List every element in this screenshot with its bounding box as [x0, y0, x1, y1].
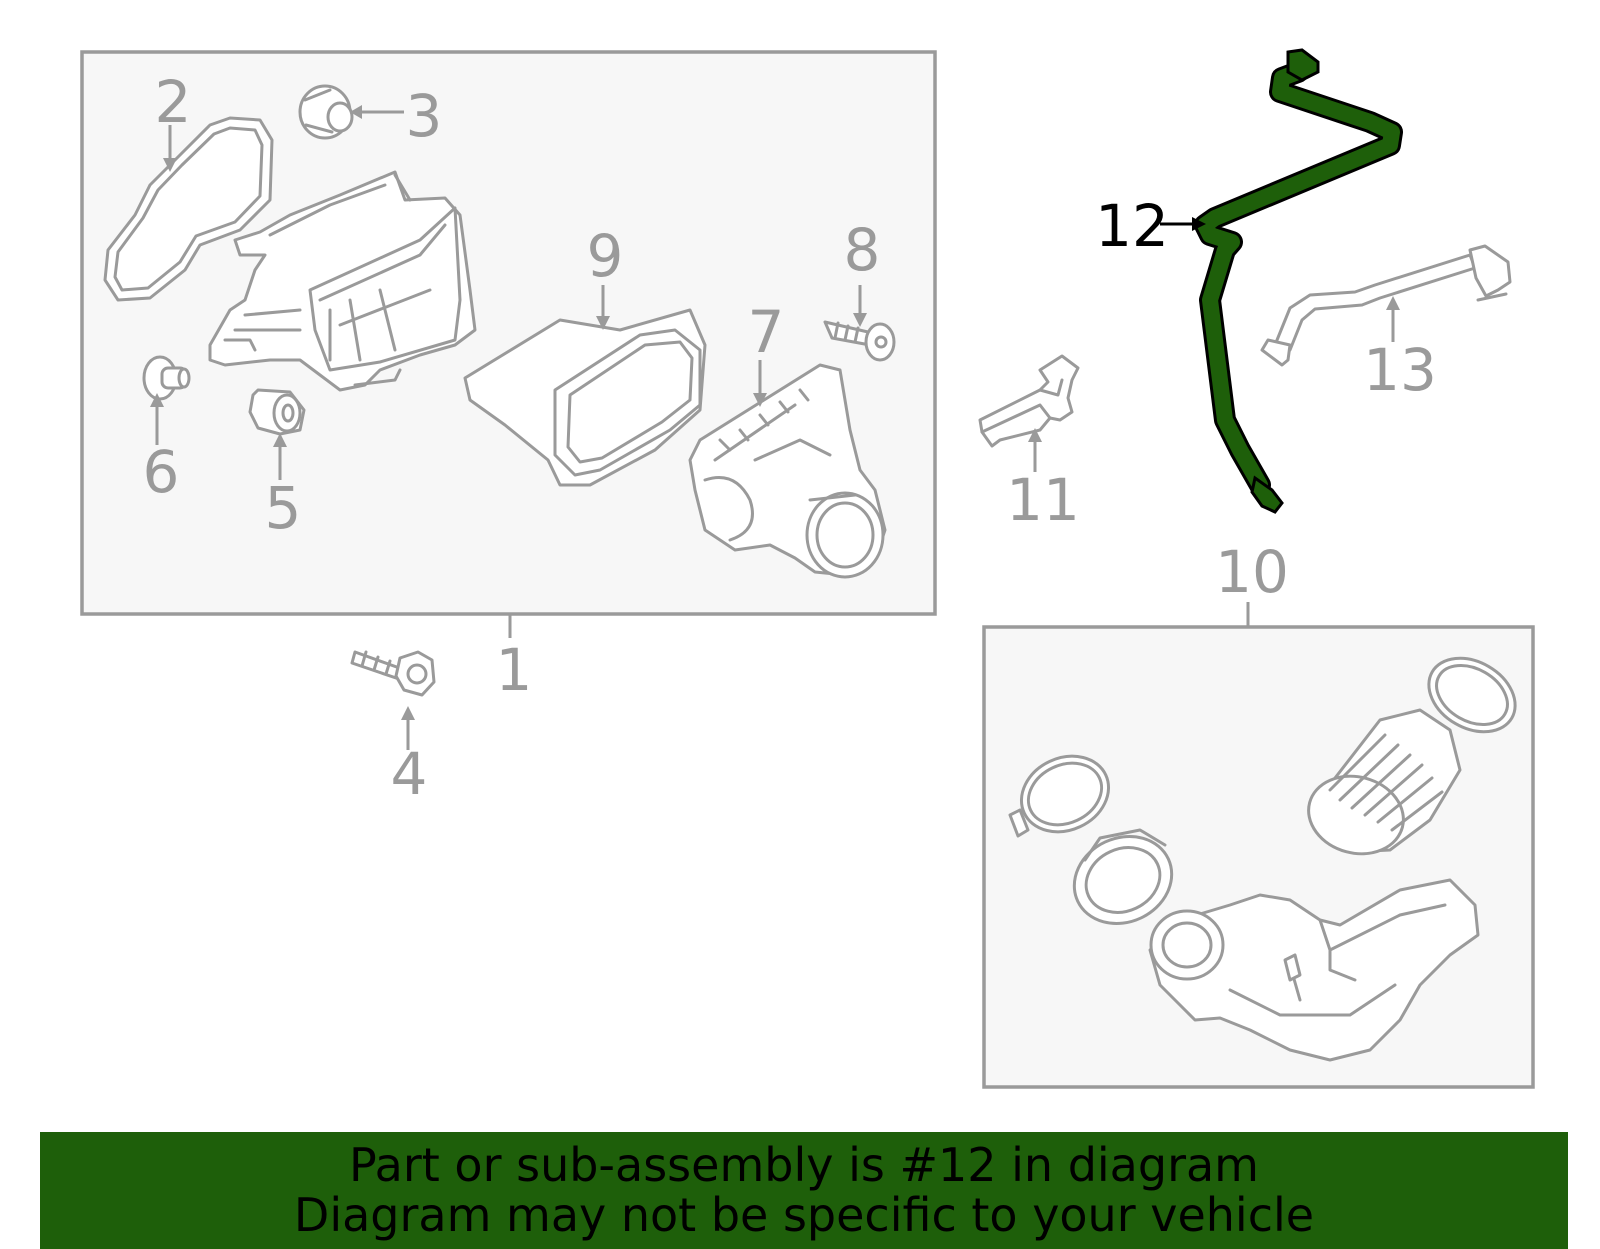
callout-5: 5 — [265, 474, 302, 542]
part-8-screw[interactable] — [823, 320, 896, 362]
part-11-sensor[interactable] — [978, 354, 1080, 448]
callout-12: 12 — [1095, 192, 1169, 260]
callout-10: 10 — [1215, 538, 1289, 606]
leaders — [150, 105, 1400, 750]
part-4-bolt[interactable] — [350, 650, 436, 697]
callout-11: 11 — [1006, 466, 1080, 534]
part-2-gasket[interactable] — [103, 116, 274, 302]
hose-12-body — [1197, 64, 1400, 493]
callout-9: 9 — [587, 222, 624, 290]
callout-1: 1 — [496, 636, 533, 704]
part-13-tube[interactable] — [1260, 244, 1512, 367]
hose-12-top-connector — [1286, 48, 1320, 82]
banner-line-1: Part or sub-assembly is #12 in diagram — [349, 1138, 1259, 1192]
callout-7: 7 — [748, 298, 785, 366]
info-banner: Part or sub-assembly is #12 in diagram D… — [40, 1132, 1568, 1249]
callout-8: 8 — [844, 216, 881, 284]
part-air-cleaner-housing[interactable] — [208, 170, 477, 392]
callout-2: 2 — [155, 68, 192, 136]
part-9-filter[interactable] — [463, 308, 707, 487]
callout-4: 4 — [391, 740, 428, 808]
part-10-bellows[interactable] — [1300, 708, 1462, 864]
part-10-clamp-right[interactable] — [1416, 643, 1529, 746]
part-10-clamp-left[interactable] — [1008, 742, 1121, 845]
callout-3: 3 — [406, 82, 443, 150]
hose-12-bottom-connector — [1250, 475, 1284, 514]
part-3-grommet[interactable] — [298, 84, 354, 140]
banner-line-2: Diagram may not be specific to your vehi… — [293, 1188, 1315, 1242]
callout-6: 6 — [143, 438, 180, 506]
part-6-fastener[interactable] — [142, 355, 191, 401]
callout-labels: 1 2 3 4 5 6 7 8 9 10 11 12 13 — [143, 68, 1437, 808]
part-7-outlet-body[interactable] — [688, 363, 887, 579]
part-5-grommet[interactable] — [248, 388, 306, 436]
callout-13: 13 — [1363, 336, 1437, 404]
part-10-coupler-left[interactable] — [1060, 821, 1186, 939]
part-12-hose-highlighted[interactable] — [1194, 48, 1403, 514]
part-10-intake-duct[interactable] — [1148, 878, 1480, 1062]
